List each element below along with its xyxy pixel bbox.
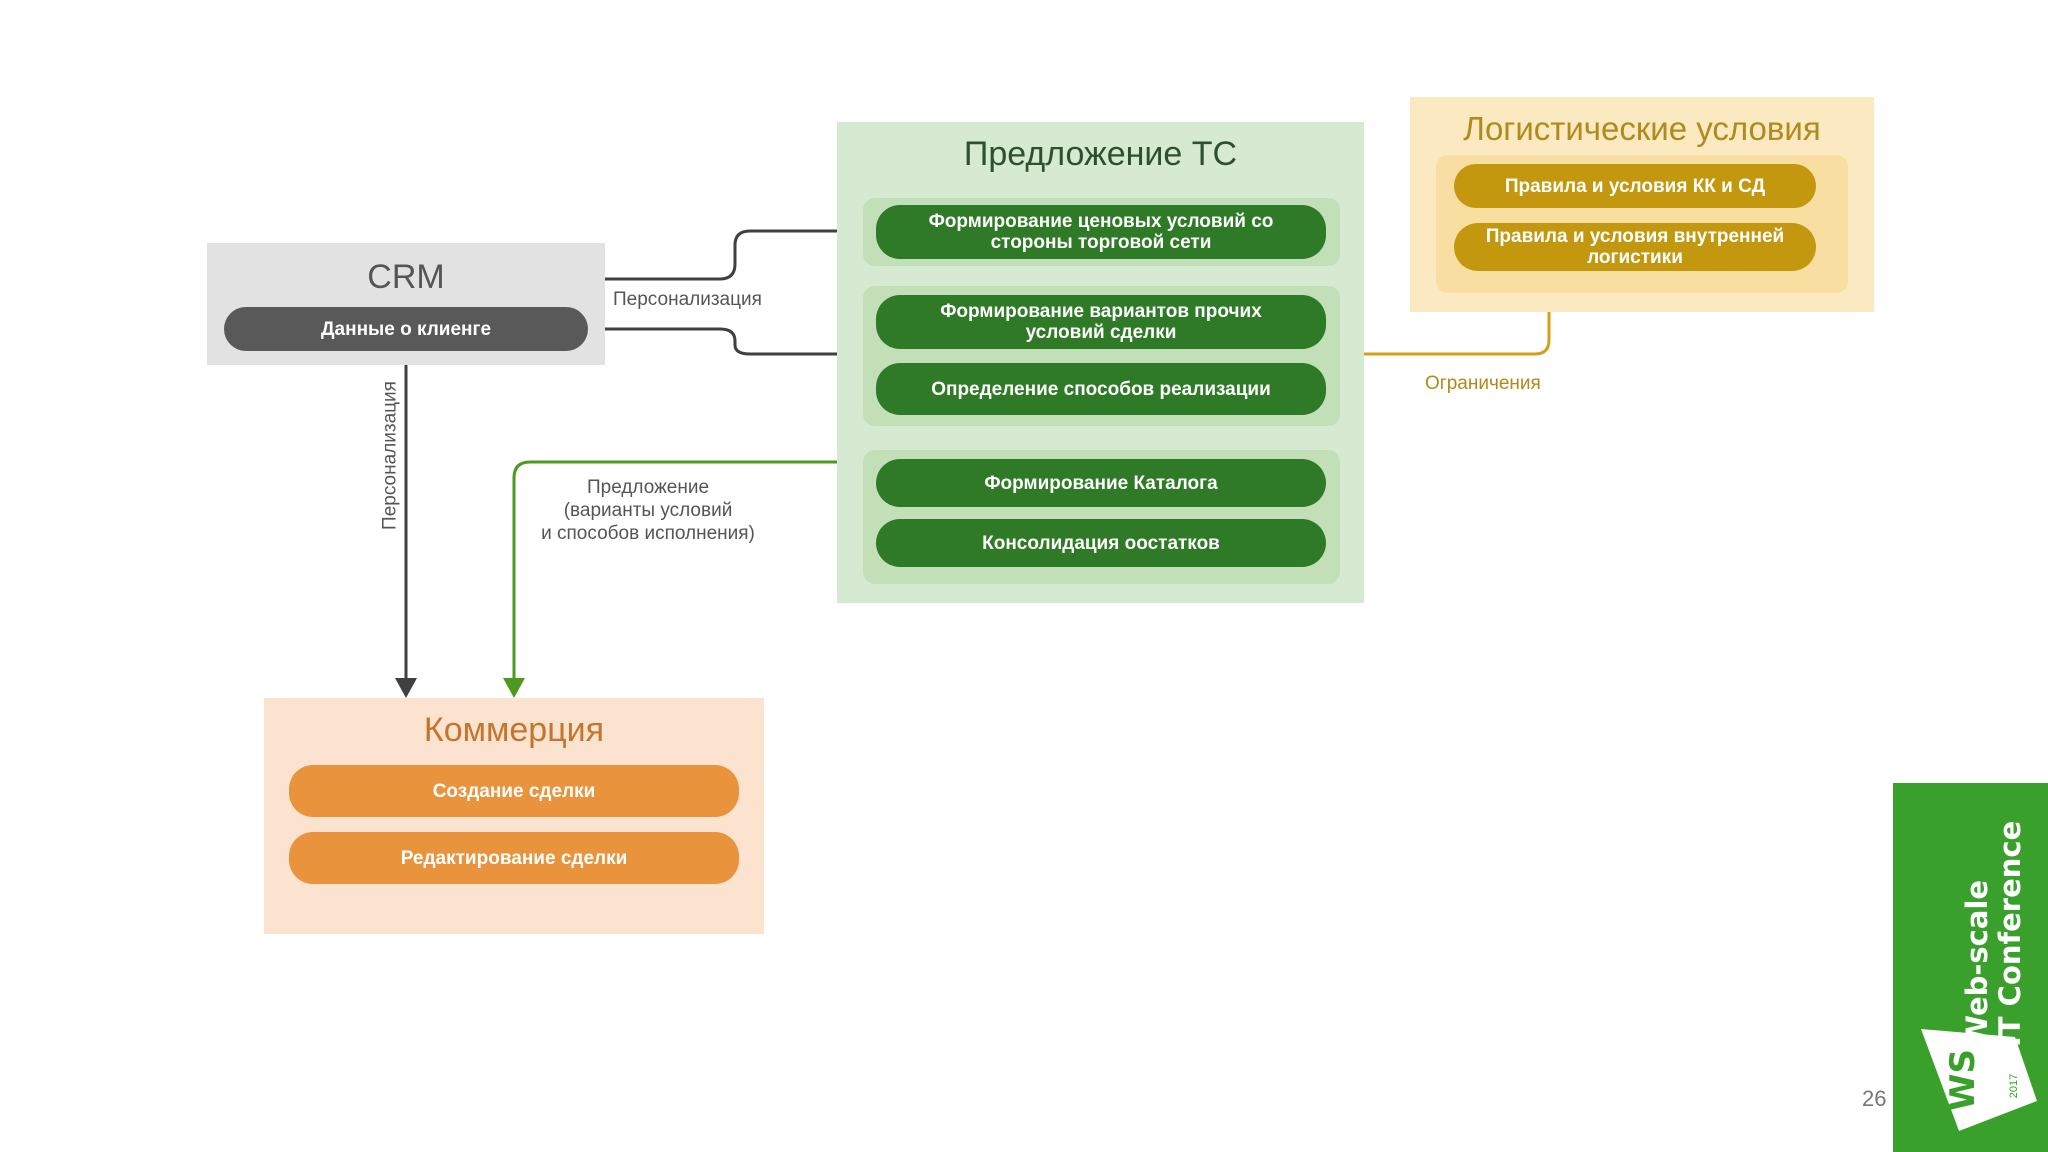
logistics-panel: Логистические условия Правила и условия … — [1410, 97, 1874, 312]
edge-label-restrictions: Ограничения — [1425, 373, 1541, 394]
edge-label-personalization: Персонализация — [613, 289, 762, 310]
offer-item-stock-consolidation[interactable]: Консолидация оостатков — [876, 519, 1326, 567]
page-number: 26 — [1862, 1086, 1887, 1111]
offer-panel: Предложение ТС Формирование ценовых усло… — [837, 122, 1364, 603]
offer-title: Предложение ТС — [963, 135, 1238, 173]
arrowhead-crm-commerce — [395, 678, 417, 698]
commerce-title: Коммерция — [423, 711, 605, 749]
brand-year: 2017 — [2008, 1073, 2020, 1099]
commerce-item-edit-deal[interactable]: Редактирование сделки — [289, 832, 739, 884]
brand-logo-text: WS — [1943, 1049, 1983, 1111]
crm-title: CRM — [367, 258, 445, 296]
client-data-pill[interactable]: Данные о клиенге — [224, 307, 588, 351]
edge-label-proposal: Предложение (варианты условий и способов… — [541, 477, 755, 544]
arrow-crm-to-price-conditions — [605, 229, 855, 281]
conference-brand-badge: Web-scale IT Conference WS 2017 — [1893, 783, 2048, 1152]
arrow-offer-to-commerce — [512, 460, 838, 680]
offer-item-other-conditions[interactable]: Формирование вариантов прочих условий сд… — [876, 295, 1326, 349]
arrow-crm-to-other-conditions — [605, 327, 855, 356]
logistics-title: Логистические условия — [1463, 110, 1821, 147]
logistics-item-kk-sd[interactable]: Правила и условия КК и СД — [1454, 164, 1816, 208]
brand-title: Web-scale IT Conference — [1960, 747, 2045, 1047]
offer-item-price-conditions[interactable]: Формирование ценовых условий со стороны … — [876, 205, 1326, 259]
commerce-panel: Коммерция Создание сделки Редактирование… — [264, 698, 764, 934]
brand-line-1: Web-scale — [1960, 879, 1994, 1047]
arrow-logistics-to-offer — [1360, 312, 1551, 356]
offer-item-realization-methods[interactable]: Определение способов реализации — [876, 363, 1326, 415]
logistics-item-internal[interactable]: Правила и условия внутренней логистики — [1454, 223, 1816, 271]
brand-logo-shape — [1921, 1029, 2037, 1131]
crm-panel: CRM Данные о клиенге — [207, 243, 605, 365]
brand-line-2: IT Conference — [1993, 820, 2027, 1047]
edge-label-personalization-vertical: Персонализация — [379, 381, 401, 530]
commerce-item-create-deal[interactable]: Создание сделки — [289, 765, 739, 817]
arrowhead-offer-commerce — [503, 678, 525, 698]
offer-item-catalog[interactable]: Формирование Каталога — [876, 459, 1326, 507]
